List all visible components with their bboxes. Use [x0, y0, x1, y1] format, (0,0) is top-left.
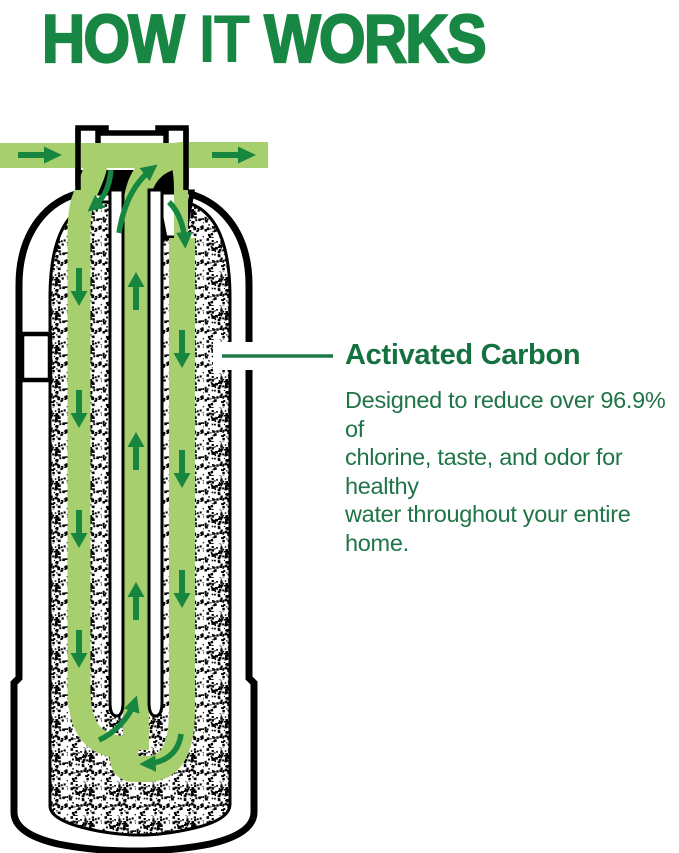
title-word-it: IT: [199, 1, 249, 77]
riser-tube-wall-right: [149, 190, 162, 716]
flow-right-channel-top: [176, 157, 181, 246]
callout-heading: Activated Carbon: [345, 339, 679, 372]
title-word-works: WORKS: [264, 1, 485, 77]
page-title: HOWITWORKS: [42, 4, 485, 75]
callout-description: Designed to reduce over 96.9% of chlorin…: [345, 386, 679, 557]
callout-line-2: chlorine, taste, and odor for healthy: [345, 443, 679, 500]
callout-line-1: Designed to reduce over 96.9% of: [345, 386, 679, 443]
title-word-how: HOW: [42, 1, 183, 77]
tank-side-tab: [22, 334, 50, 380]
callout: Activated Carbon Designed to reduce over…: [345, 339, 679, 557]
callout-line-3: water throughout your entire home.: [345, 500, 679, 557]
riser-tube-wall-left: [110, 190, 123, 716]
